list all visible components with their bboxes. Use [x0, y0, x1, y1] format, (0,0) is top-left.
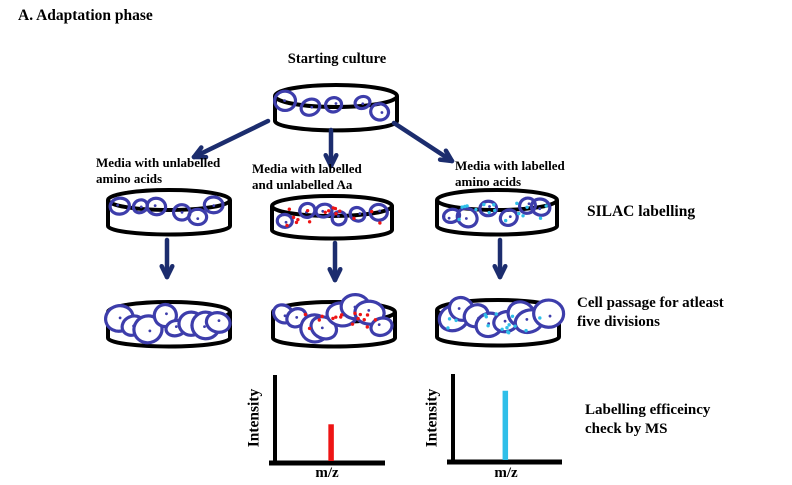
- labelled-passage-dish: [435, 295, 566, 348]
- silac-labelling-label: SILAC labelling: [587, 203, 696, 220]
- starting-culture-dish: [273, 83, 399, 133]
- starting-culture-label: Starting culture: [287, 51, 387, 67]
- unlabelled-passage-dish: [104, 300, 232, 349]
- labelled-media-dish: [435, 188, 559, 237]
- ms-spectrum-1: [269, 375, 385, 466]
- figure-title: A. Adaptation phase: [18, 7, 153, 24]
- ms-spectrum-2: [447, 374, 562, 465]
- spectrum1-xlabel: m/z: [315, 465, 339, 481]
- ms-check-label: Labelling efficeincy check by MS: [585, 402, 711, 437]
- spectrum1-ylabel: Intensity: [245, 388, 263, 448]
- spectrum2-ylabel: Intensity: [423, 388, 441, 448]
- spectrum2-xlabel: m/z: [494, 465, 518, 481]
- flow-arrows: [159, 118, 508, 283]
- unlabelled-media-dish: [106, 188, 232, 237]
- media-mixed-label: Media with labelled and unlabelled Aa: [252, 161, 362, 193]
- mixed-passage-dish: [271, 293, 397, 349]
- cell-passage-label: Cell passage for atleast five divisions: [577, 295, 724, 330]
- media-unlabelled-label: Media with unlabelled amino acids: [96, 155, 221, 187]
- media-labelled-label: Media with labelled amino acids: [455, 158, 565, 190]
- mixed-media-dish: [270, 194, 394, 241]
